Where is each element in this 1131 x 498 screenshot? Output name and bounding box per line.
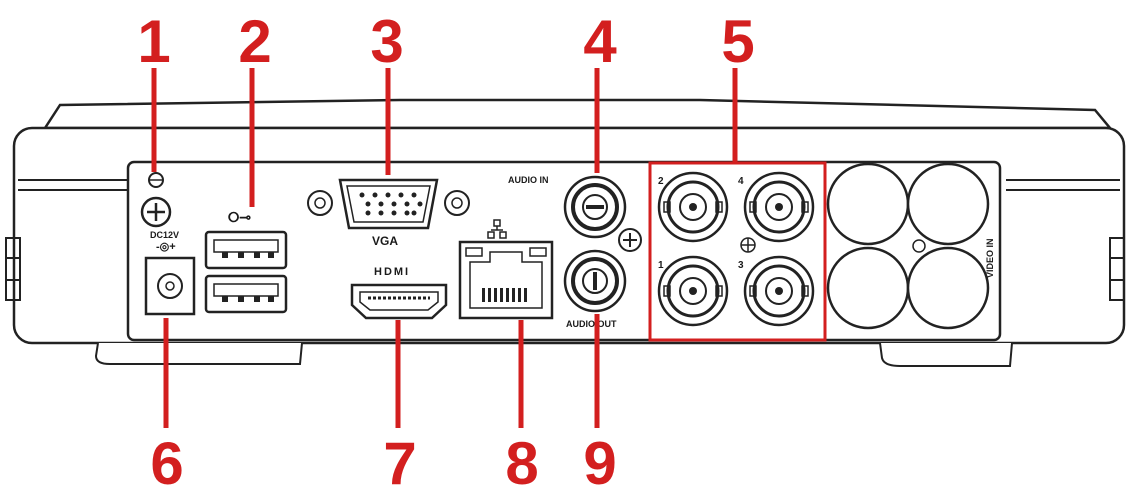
right-foot (879, 342, 1013, 367)
left-foot (94, 342, 303, 365)
usb-ports: ⭘⊸ (204, 209, 288, 314)
right-vent (1109, 237, 1125, 301)
power-jack (144, 256, 196, 316)
callout-numbers: 1 2 3 4 5 6 7 8 9 (137, 8, 754, 497)
audio-in-label: AUDIO IN (508, 175, 549, 185)
callout-number-6: 6 (150, 430, 183, 497)
bnc-connector (657, 255, 729, 327)
callout-number-9: 9 (583, 430, 616, 497)
hdmi-port: HDMI (350, 266, 448, 320)
vga-label: VGA (372, 234, 398, 248)
video-inputs: 2 4 1 (648, 161, 827, 342)
channel-number: 4 (738, 176, 744, 187)
left-side-bracket (18, 179, 128, 191)
callout-number-8: 8 (505, 430, 538, 497)
audio-out-label: AUDIO OUT (566, 319, 617, 329)
bnc-connector (743, 171, 815, 243)
leader-lines (151, 68, 738, 428)
ground-terminal (140, 172, 172, 228)
power-polarity-icon: -◎+ (156, 241, 176, 253)
video-in-label: VIDEO IN (985, 238, 995, 278)
left-vent (5, 237, 21, 301)
vga-connector (338, 178, 439, 230)
power-label: DC12V (150, 230, 179, 240)
callout-number-5: 5 (721, 8, 754, 75)
channel-number: 3 (738, 260, 744, 271)
hdmi-label: HDMI (374, 266, 410, 278)
ground-icon (148, 172, 164, 188)
device-lid (42, 98, 1113, 130)
rj45-jack (458, 240, 554, 320)
unused-channel-knockouts (826, 162, 990, 330)
callout-number-7: 7 (383, 430, 416, 497)
network-icon (487, 219, 507, 239)
rj45-led-right (529, 247, 547, 257)
right-side-bracket (1006, 179, 1120, 191)
audio-out-port: AUDIO OUT (563, 249, 627, 329)
channel-number: 2 (658, 176, 664, 187)
chassis-screw-icon (740, 237, 756, 253)
power-input: DC12V -◎+ (144, 230, 196, 316)
rj45-led-left (465, 247, 483, 257)
video-inputs-highlight (648, 161, 827, 342)
callout-number-2: 2 (238, 8, 271, 75)
vga-screw-left (307, 190, 333, 216)
vga-screw-right (444, 190, 470, 216)
channel-number: 1 (658, 260, 664, 271)
bnc-connector (743, 255, 815, 327)
hdmi-connector (350, 283, 448, 320)
usb-icon: ⭘⊸ (228, 209, 251, 225)
vga-port: VGA (307, 178, 470, 248)
bnc-connector (657, 171, 729, 243)
callout-number-3: 3 (370, 8, 403, 75)
mount-screw (618, 228, 642, 252)
callout-number-4: 4 (583, 8, 617, 75)
network-port (458, 219, 554, 320)
callout-number-1: 1 (137, 8, 170, 75)
audio-in-port: AUDIO IN (508, 175, 627, 239)
usb-port-bottom (204, 274, 288, 314)
usb-port-top (204, 230, 288, 270)
